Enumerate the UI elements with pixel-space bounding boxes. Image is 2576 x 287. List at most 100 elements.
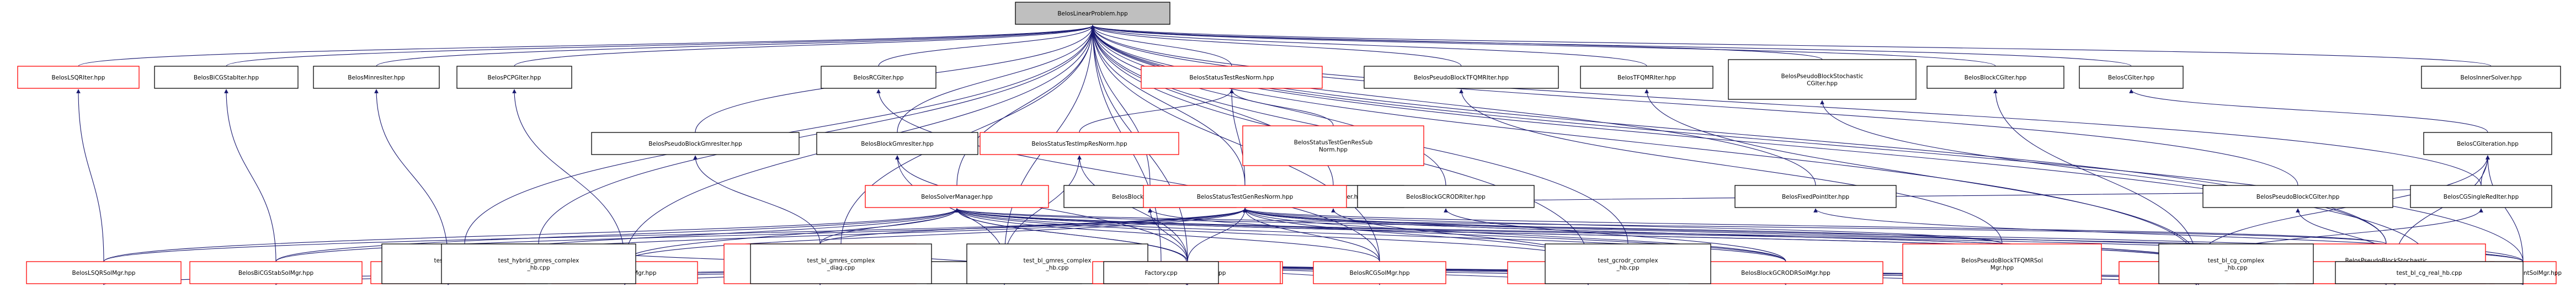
file-node-label: Norm.hpp xyxy=(1319,147,1348,153)
file-node-block-gcrodr-sol-mgr[interactable]: BelosBlockGCRODRSolMgr.hpp xyxy=(1688,261,1883,284)
file-node-cg-iteration[interactable]: BelosCGIteration.hpp xyxy=(2423,132,2552,155)
file-node-pcpg-iter[interactable]: BelosPCPGIter.hpp xyxy=(456,66,572,89)
include-edge xyxy=(1230,89,1246,186)
include-edge xyxy=(224,89,276,262)
include-edge xyxy=(1444,208,1786,262)
file-node-cg-single-red-iter[interactable]: BelosCGSingleRedIter.hpp xyxy=(2410,185,2552,208)
file-node-label: test_bl_gmres_complex xyxy=(1024,258,1092,264)
file-node-label: test_bl_cg_complex xyxy=(2208,258,2264,264)
include-edge xyxy=(1230,89,1334,126)
include-edge xyxy=(819,208,959,245)
file-node-pseudo-block-tfqmr-iter[interactable]: BelosPseudoBlockTFQMRIter.hpp xyxy=(1364,66,1559,89)
file-node-block-gmres-iter[interactable]: BelosBlockGmresIter.hpp xyxy=(816,132,978,155)
file-node-label: BelosStatusTestGenResNorm.hpp xyxy=(1197,194,1294,200)
include-edge xyxy=(897,25,1095,133)
include-edge xyxy=(1243,208,2197,262)
include-edge xyxy=(1243,208,1786,262)
file-node-test-bl-cg-complex[interactable]: test_bl_cg_complex_hb.cpp xyxy=(2158,243,2314,284)
include-edge xyxy=(1243,208,2387,245)
include-edge xyxy=(1090,25,1462,67)
file-node-tfqmr-iter[interactable]: BelosTFQMRIter.hpp xyxy=(1580,66,1713,89)
file-node-label: BelosLSQRSolMgr.hpp xyxy=(72,270,136,277)
include-edge xyxy=(955,208,2387,245)
include-edge xyxy=(1644,89,2199,262)
file-node-lsqr-sol-mgr[interactable]: BelosLSQRSolMgr.hpp xyxy=(26,261,182,284)
file-node-label: BelosBlockCGIter.hpp xyxy=(1965,75,2027,81)
file-node-block-cg-iter[interactable]: BelosBlockCGIter.hpp xyxy=(1926,66,2064,89)
include-edge xyxy=(955,208,2197,262)
file-node-test-bl-gmres-complex-diag[interactable]: test_bl_gmres_complex_diag.cpp xyxy=(750,243,932,284)
file-node-label: BelosPseudoBlockCGIter.hpp xyxy=(2256,194,2340,200)
file-node-bicgstab-sol-mgr[interactable]: BelosBiCGStabSolMgr.hpp xyxy=(189,261,363,284)
file-node-label: BelosRCGIter.hpp xyxy=(853,75,903,81)
include-edge xyxy=(374,89,449,262)
file-node-label: BelosBlockGCRODRSolMgr.hpp xyxy=(1741,270,1830,277)
include-edge xyxy=(78,25,1095,67)
include-edge xyxy=(1243,208,1589,262)
file-node-test-hybrid-gmres-complex[interactable]: test_hybrid_gmres_complex_hb.cpp xyxy=(441,243,636,284)
file-node-label: _diag.cpp xyxy=(827,265,855,272)
file-node-label: test_hybrid_gmres_complex xyxy=(498,258,579,264)
file-node-status-test-gen-res-norm[interactable]: BelosStatusTestGenResNorm.hpp xyxy=(1143,185,1347,208)
file-node-label: BelosInnerSolver.hpp xyxy=(2460,75,2521,81)
file-node-label: BelosBiCGStabSolMgr.hpp xyxy=(238,270,314,277)
file-node-label: BelosFixedPointIter.hpp xyxy=(1782,194,1849,200)
file-node-label: _hb.cpp xyxy=(526,265,550,272)
file-node-label: BelosLinearProblem.hpp xyxy=(1057,10,1128,17)
file-node-label: test_gcrodr_complex xyxy=(1598,258,1658,264)
file-node-root[interactable]: BelosLinearProblem.hpp xyxy=(1015,2,1170,25)
file-node-bicgstab-iter[interactable]: BelosBiCGStabIter.hpp xyxy=(154,66,299,89)
include-edge xyxy=(1820,100,2387,245)
file-node-inner-solver[interactable]: BelosInnerSolver.hpp xyxy=(2421,66,2561,89)
file-node-cg-iter[interactable]: BelosCGIter.hpp xyxy=(2079,66,2184,89)
include-edge xyxy=(275,208,959,262)
include-edge xyxy=(1090,25,1647,67)
include-edge xyxy=(1090,25,2482,186)
file-node-label: Factory.cpp xyxy=(1145,270,1178,277)
file-node-rcg-iter[interactable]: BelosRCGIter.hpp xyxy=(821,66,936,89)
file-node-lsqr-iter[interactable]: BelosLSQRIter.hpp xyxy=(17,66,140,89)
include-edge xyxy=(1079,89,1234,133)
include-edge xyxy=(1090,25,1816,186)
include-edge xyxy=(1090,25,1232,67)
file-node-test-gcrodr-complex[interactable]: test_gcrodr_complex_hb.cpp xyxy=(1545,243,1711,284)
file-node-minres-iter[interactable]: BelosMinresIter.hpp xyxy=(313,66,440,89)
include-edge xyxy=(2196,155,2490,262)
file-node-label: BelosStatusTestGenResSub xyxy=(1294,140,1373,146)
include-edge xyxy=(1243,208,2003,245)
include-edge xyxy=(955,208,1187,262)
file-node-status-test-imp-res-norm[interactable]: BelosStatusTestImpResNorm.hpp xyxy=(980,132,1179,155)
file-node-status-test-res-norm[interactable]: BelosStatusTestResNorm.hpp xyxy=(1141,66,1323,89)
file-node-label: test_bl_gmres_complex xyxy=(807,258,875,264)
include-edge xyxy=(895,155,1005,262)
file-node-label: BelosBlockGmresIter.hpp xyxy=(861,141,934,147)
file-node-label: BelosLSQRIter.hpp xyxy=(52,75,105,81)
file-node-factory[interactable]: Factory.cpp xyxy=(1103,261,1219,284)
include-edge xyxy=(955,208,1786,262)
file-node-test-bl-cg-real[interactable]: test_bl_cg_real_hb.cpp xyxy=(2335,261,2524,284)
include-edge xyxy=(2129,89,2488,133)
include-edge xyxy=(1090,25,1246,186)
include-edge xyxy=(376,25,1095,67)
include-edge xyxy=(878,25,1095,67)
file-node-rcg-sol-mgr[interactable]: BelosRCGSolMgr.hpp xyxy=(1313,261,1446,284)
file-node-block-gcrodr-iter[interactable]: BelosBlockGCRODRIter.hpp xyxy=(1357,185,1535,208)
include-edge xyxy=(2485,155,2524,262)
file-node-label: CGIter.hpp xyxy=(1807,81,1838,87)
include-edge xyxy=(1187,208,1247,262)
file-node-label: _hb.cpp xyxy=(2224,265,2247,272)
include-edge xyxy=(1090,25,2298,186)
file-node-fixed-point-iter[interactable]: BelosFixedPointIter.hpp xyxy=(1734,185,1897,208)
file-node-label: BelosRCGSolMgr.hpp xyxy=(1349,270,1409,277)
include-edge xyxy=(1090,25,1380,262)
file-node-pseudo-block-cg-iter[interactable]: BelosPseudoBlockCGIter.hpp xyxy=(2202,185,2393,208)
file-node-pseudo-block-gmres-iter[interactable]: BelosPseudoBlockGmresIter.hpp xyxy=(591,132,800,155)
file-node-label: test_bl_cg_real_hb.cpp xyxy=(2397,270,2462,277)
include-edge xyxy=(2394,155,2490,262)
file-node-solver-manager[interactable]: BelosSolverManager.hpp xyxy=(865,185,1049,208)
